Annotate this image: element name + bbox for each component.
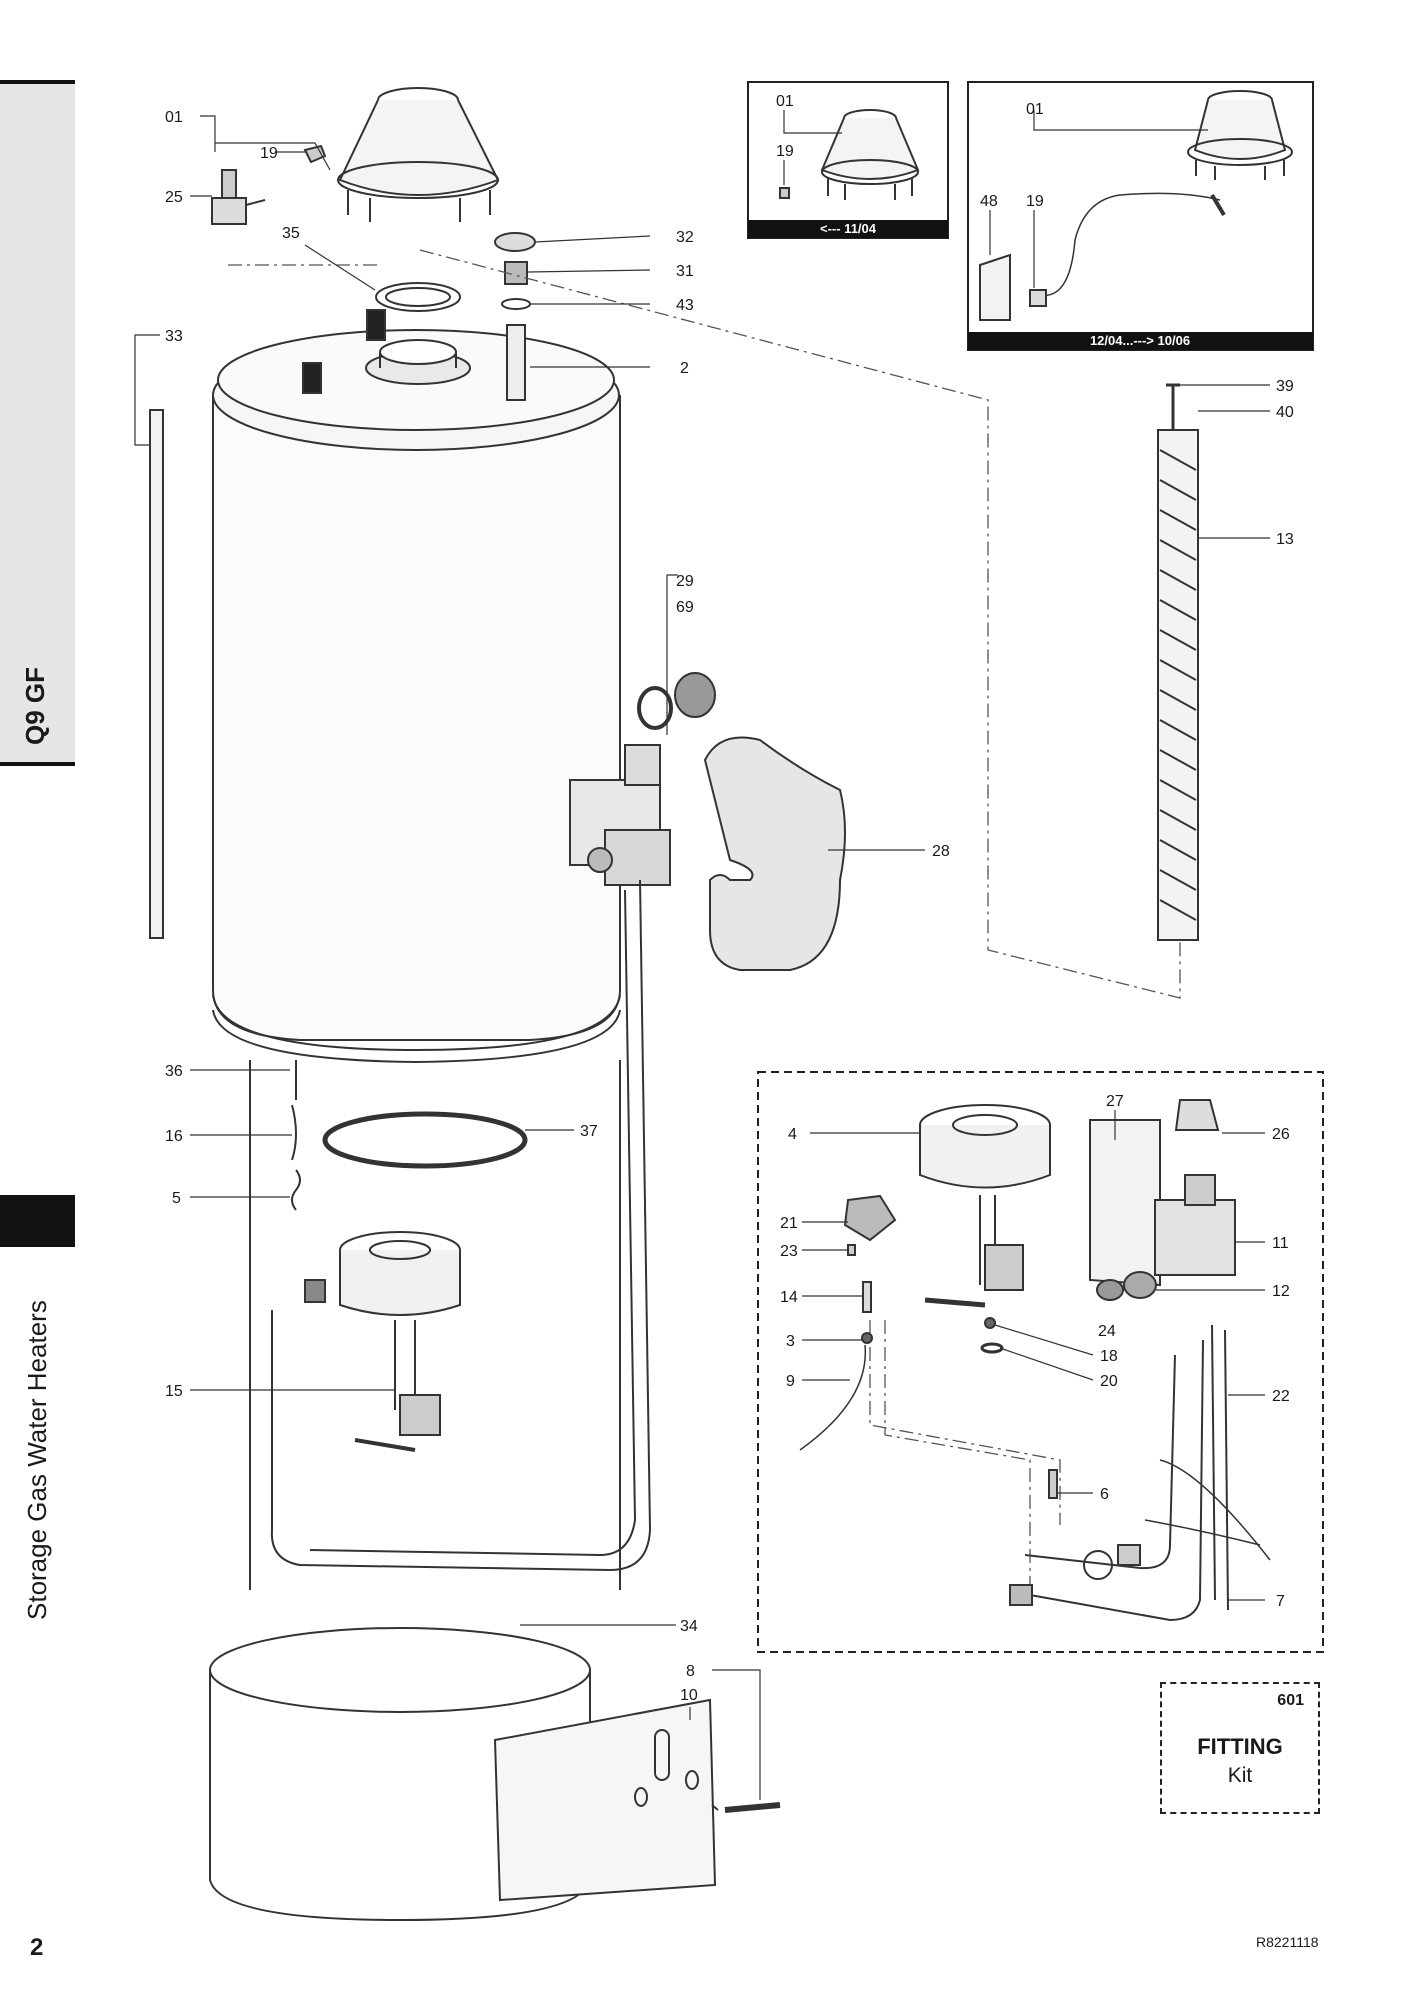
callout-kit-14: 14 (780, 1289, 798, 1306)
callout-main-10: 10 (680, 1687, 698, 1704)
callout-inset1-01: 01 (776, 93, 794, 110)
inset-pre-1104 (747, 81, 949, 239)
callout-main-8: 8 (686, 1663, 695, 1680)
callout-main-37: 37 (580, 1123, 598, 1140)
callout-main-33: 33 (165, 328, 183, 345)
callout-kit-11: 11 (1272, 1235, 1289, 1252)
callout-kit-4: 4 (788, 1126, 797, 1143)
callout-kit-9: 9 (786, 1373, 795, 1390)
callout-main-35: 35 (282, 225, 300, 242)
category-tab-marker (0, 1195, 75, 1247)
control-cover (703, 736, 846, 971)
gas-control-valve (569, 744, 671, 886)
callout-main-43: 43 (676, 297, 694, 314)
page-number: 2 (30, 1934, 44, 1961)
callout-kit-20: 20 (1100, 1373, 1118, 1390)
callout-main-5: 5 (172, 1190, 181, 1207)
callout-main-34: 34 (680, 1618, 698, 1635)
inset-1204-1006 (967, 81, 1314, 351)
kit-pipes (1009, 1324, 1271, 1622)
kit-pilot-parts (799, 1194, 1058, 1499)
callout-main-2: 2 (680, 360, 689, 377)
anode-rod-spare (149, 409, 164, 939)
callout-inset2-19: 19 (1026, 193, 1044, 210)
callout-kit-12: 12 (1272, 1283, 1290, 1300)
series-tab (0, 80, 75, 766)
washer (501, 298, 531, 310)
cap (494, 232, 536, 252)
callout-main-16: 16 (165, 1128, 183, 1145)
callout-main-01: 01 (165, 109, 183, 126)
callout-kit-7: 7 (1276, 1593, 1285, 1610)
kit-title: FITTING (1197, 1734, 1283, 1759)
flue-hood (337, 87, 500, 222)
callout-kit-26: 26 (1272, 1126, 1290, 1143)
callout-main-36: 36 (165, 1063, 183, 1080)
callout-main-25: 25 (165, 189, 183, 206)
kit-number: 601 (1277, 1692, 1304, 1709)
kit-subtitle: Kit (1227, 1764, 1253, 1787)
flue-collar (302, 309, 526, 401)
callout-main-15: 15 (165, 1383, 183, 1400)
callout-inset2-01: 01 (1026, 101, 1044, 118)
callout-kit-22: 22 (1272, 1388, 1290, 1405)
callout-main-69: 69 (676, 599, 694, 616)
document-reference: R8221118 (1256, 1934, 1319, 1950)
callout-main-31: 31 (676, 263, 694, 280)
inset2-date-range: 12/04...---> 10/06 (1090, 333, 1190, 348)
callout-kit-21: 21 (780, 1215, 798, 1232)
kit-gas-valve (1089, 1099, 1236, 1301)
callout-anode-13: 13 (1276, 531, 1294, 548)
callout-anode-39: 39 (1276, 378, 1294, 395)
seal-ring (637, 686, 673, 730)
callout-kit-18: 18 (1100, 1348, 1118, 1365)
callout-kit-24: 24 (1098, 1323, 1116, 1340)
callout-main-28: 28 (932, 843, 950, 860)
callout-kit-6: 6 (1100, 1486, 1109, 1503)
thermocouple-parts (291, 1060, 297, 1161)
kit-legend: 601 FITTING Kit (1160, 1682, 1320, 1814)
kit-burner (919, 1104, 1051, 1308)
callout-main-32: 32 (676, 229, 694, 246)
callout-main-19: 19 (260, 145, 278, 162)
flue-fitting-19 (303, 144, 327, 164)
callout-kit-3: 3 (786, 1333, 795, 1350)
piezo-igniter (724, 1802, 781, 1813)
burner-assembly (304, 1231, 461, 1452)
callout-inset1-19: 19 (776, 143, 794, 160)
callout-anode-40: 40 (1276, 404, 1294, 421)
callout-kit-23: 23 (780, 1243, 798, 1260)
callout-inset2-48: 48 (980, 193, 998, 210)
leader-lines (134, 110, 1270, 1800)
base-skirt (209, 1627, 717, 1922)
adaptor-69 (674, 672, 716, 718)
callout-kit-27: 27 (1106, 1093, 1124, 1110)
mounting-ring (322, 1111, 528, 1169)
callout-main-29: 29 (676, 573, 694, 590)
anode-assembly (1157, 383, 1199, 941)
inset1-date-range: <--- 11/04 (820, 221, 877, 236)
pressure-relief-valve (211, 169, 266, 225)
